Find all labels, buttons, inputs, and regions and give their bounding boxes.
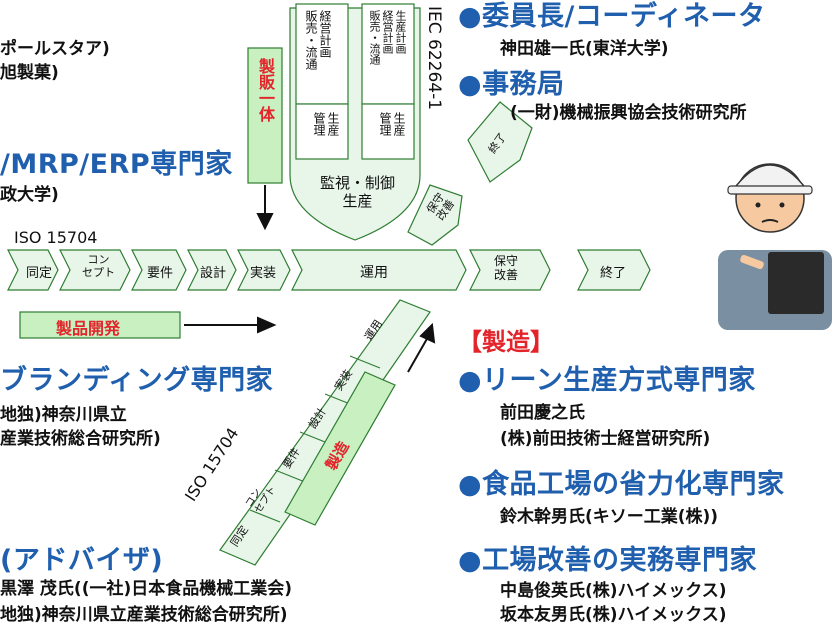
diag-band (219, 299, 431, 566)
step-label-4: 設計 (200, 266, 227, 281)
col-label-2: 生産 管理 (312, 112, 340, 136)
left-text-4: 政大学) (0, 185, 59, 205)
office-heading: ●事務局 (458, 62, 565, 101)
food-heading: ●食品工場の省力化専門家 (458, 462, 785, 501)
worker-clipboard (768, 252, 824, 314)
left-text-2: 旭製菓) (0, 63, 59, 83)
col-label-3: 生産計画 経営計画 販売・流通 (368, 10, 407, 65)
bullet-icon: ● (458, 69, 483, 100)
worker-helmet-brim (727, 185, 813, 195)
diag-arrow-head (419, 322, 436, 344)
col-keiei (295, 3, 349, 105)
left-text-10: 地独)神奈川県立産業技術総合研究所) (0, 605, 288, 625)
diag-divider-2 (274, 469, 306, 483)
left-text-7: 産業技術総合研究所) (0, 429, 161, 449)
mfg-heading: 【製造】 (458, 328, 554, 356)
col-label-1: 経営計画 販売・流通 (304, 10, 332, 70)
iec-columns (289, 3, 421, 241)
step-label-1: 同定 (26, 266, 53, 281)
iso-top-label: ISO 15704 (14, 228, 98, 247)
kaizen-heading: ●工場改善の実務専門家 (458, 538, 757, 577)
worker-illustration (718, 163, 832, 330)
iec-label: IEC 62264-1 (424, 6, 444, 111)
office-name: (一財)機械振興協会技術研究所 (510, 103, 747, 123)
lean-heading: ●リーン生産方式専門家 (458, 358, 756, 397)
worker-eye-right (779, 202, 785, 208)
step-chevron-5 (237, 249, 291, 291)
worker-mouth (761, 219, 779, 223)
office-heading-text: 事務局 (482, 69, 565, 100)
shuryo-label: 終了 (600, 266, 627, 281)
diag-divider-1 (249, 509, 281, 523)
lean-name-1: 前田慶之氏 (500, 403, 585, 423)
bullet-icon: ● (458, 469, 483, 500)
down-arrow-head (256, 213, 274, 231)
right-arrow-head (257, 316, 277, 334)
up-shuryo-chevron (467, 101, 533, 183)
step-label-5: 実装 (250, 266, 277, 281)
step-chevron-2 (59, 249, 131, 291)
left-text-6: 地独)神奈川県立 (0, 405, 127, 425)
food-name: 鈴木幹男氏(キソー工業(株)) (500, 507, 719, 527)
lean-heading-text: リーン生産方式専門家 (482, 365, 756, 396)
kanshi-label: 監視・制御 生産 (320, 174, 396, 210)
worker-hand (740, 254, 764, 270)
diag-divider-5 (349, 355, 381, 369)
food-heading-text: 食品工場の省力化専門家 (482, 469, 785, 500)
bullet-icon: ● (458, 365, 483, 396)
up-hoshu-chevron (407, 184, 463, 246)
hoshu-label: 保守 改善 (494, 254, 519, 282)
left-text-9: 黒澤 茂氏((一社)日本食品機械工業会) (0, 579, 292, 599)
step-label-3: 要件 (147, 266, 174, 281)
diag-arrow-line (407, 336, 429, 373)
kaizen-name-1: 中島俊英氏(株)ハイメックス) (500, 581, 727, 601)
seihan-label: 製販一体 (256, 58, 275, 122)
worker-eye-left (755, 202, 761, 208)
left-heading-mrp: /MRP/ERP専門家 (0, 149, 233, 180)
shuryo-chevron (577, 249, 651, 291)
left-heading-branding: ブランディング専門家 (0, 365, 274, 396)
left-heading-advisor: (アドバイザ) (0, 545, 164, 576)
unyo-chevron (291, 249, 467, 291)
seihin-label: 製品開発 (56, 319, 121, 338)
kaizen-heading-text: 工場改善の実務専門家 (482, 545, 758, 576)
col-label-4: 生産 管理 (378, 112, 406, 136)
step-chevron-1 (7, 249, 59, 291)
lean-name-2: (株)前田技術士経営研究所) (500, 429, 711, 449)
bullet-icon: ● (458, 545, 483, 576)
bullet-icon: ● (458, 1, 483, 32)
col-seisan-kanri-2 (361, 103, 415, 160)
unyo-label: 運用 (360, 265, 388, 281)
col-seisan-keikaku (361, 3, 415, 105)
chair-heading: ●委員長/コーディネータ (458, 0, 766, 33)
step-chevron-3 (131, 249, 187, 291)
seihin-box (19, 311, 181, 339)
hoshu-chevron (469, 249, 551, 291)
seihan-box (247, 47, 283, 184)
chair-heading-text: 委員長/コーディネータ (482, 1, 766, 32)
step-chevron-4 (187, 249, 237, 291)
kaizen-name-2: 坂本友男氏(株)ハイメックス) (500, 605, 727, 625)
left-text-1: ポールスタア) (0, 39, 110, 59)
chair-name: 神田雄一氏(東洋大学) (500, 39, 669, 59)
col-seisan-kanri-1 (295, 103, 349, 160)
seizo-box (284, 371, 396, 526)
step-label-2: コン セプト (82, 253, 115, 279)
